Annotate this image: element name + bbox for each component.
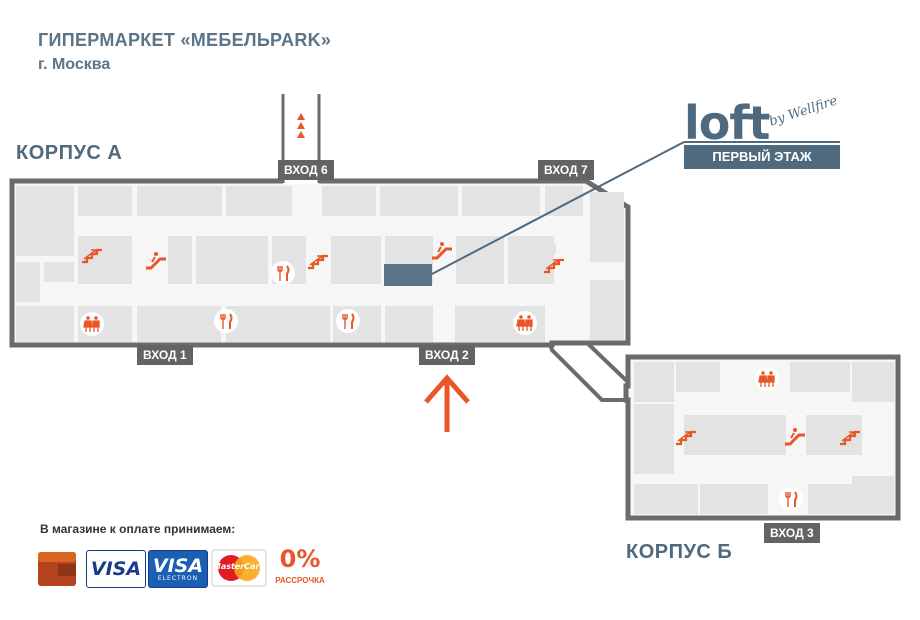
building-b-label: КОРПУС Б [626,541,733,563]
visa-electron-label: VISA [152,554,204,577]
store-city: г. Москва [38,56,111,73]
building-a-label: КОРПУС А [16,142,123,164]
loft-logo: loft [684,96,770,150]
mastercard-logo-icon [211,549,267,587]
building-a-outline [9,178,631,348]
entrance-1-label: ВХОД 1 [137,345,193,365]
wc-icon [79,311,105,337]
loft-store-highlight [384,264,432,286]
entrance-6-label: ВХОД 6 [278,160,334,180]
store-title: ГИПЕРМАРКЕТ «МЕБЕЛЬPARK» [38,30,332,50]
mastercard-label: MasterCard [212,562,266,571]
wallet-icon [38,552,76,586]
floor-badge: ПЕРВЫЙ ЭТАЖ [684,145,840,169]
visa-electron-sub: ELECTRON [157,574,199,582]
payment-title: В магазине к оплате принимаем: [40,522,236,536]
visa-electron-card: VISA ELECTRON [148,550,208,588]
restaurant-icon [270,260,296,286]
restaurant-icon [335,308,361,334]
wc-icon [512,310,538,336]
visa-card: VISA [86,550,146,588]
installment-label: РАССРОЧКА [275,576,325,585]
wc-icon [754,366,780,392]
entrance-7-label: ВХОД 7 [538,160,594,180]
visa-label: VISA [90,558,142,580]
arrow-up-icon [424,374,470,432]
restaurant-icon [778,486,804,512]
restaurant-icon [213,308,239,334]
installment-value: 0% [279,545,321,573]
direction-arrows-icon [297,113,305,138]
entrance-3-label: ВХОД 3 [764,523,820,543]
entrance-2-label: ВХОД 2 [419,345,475,365]
